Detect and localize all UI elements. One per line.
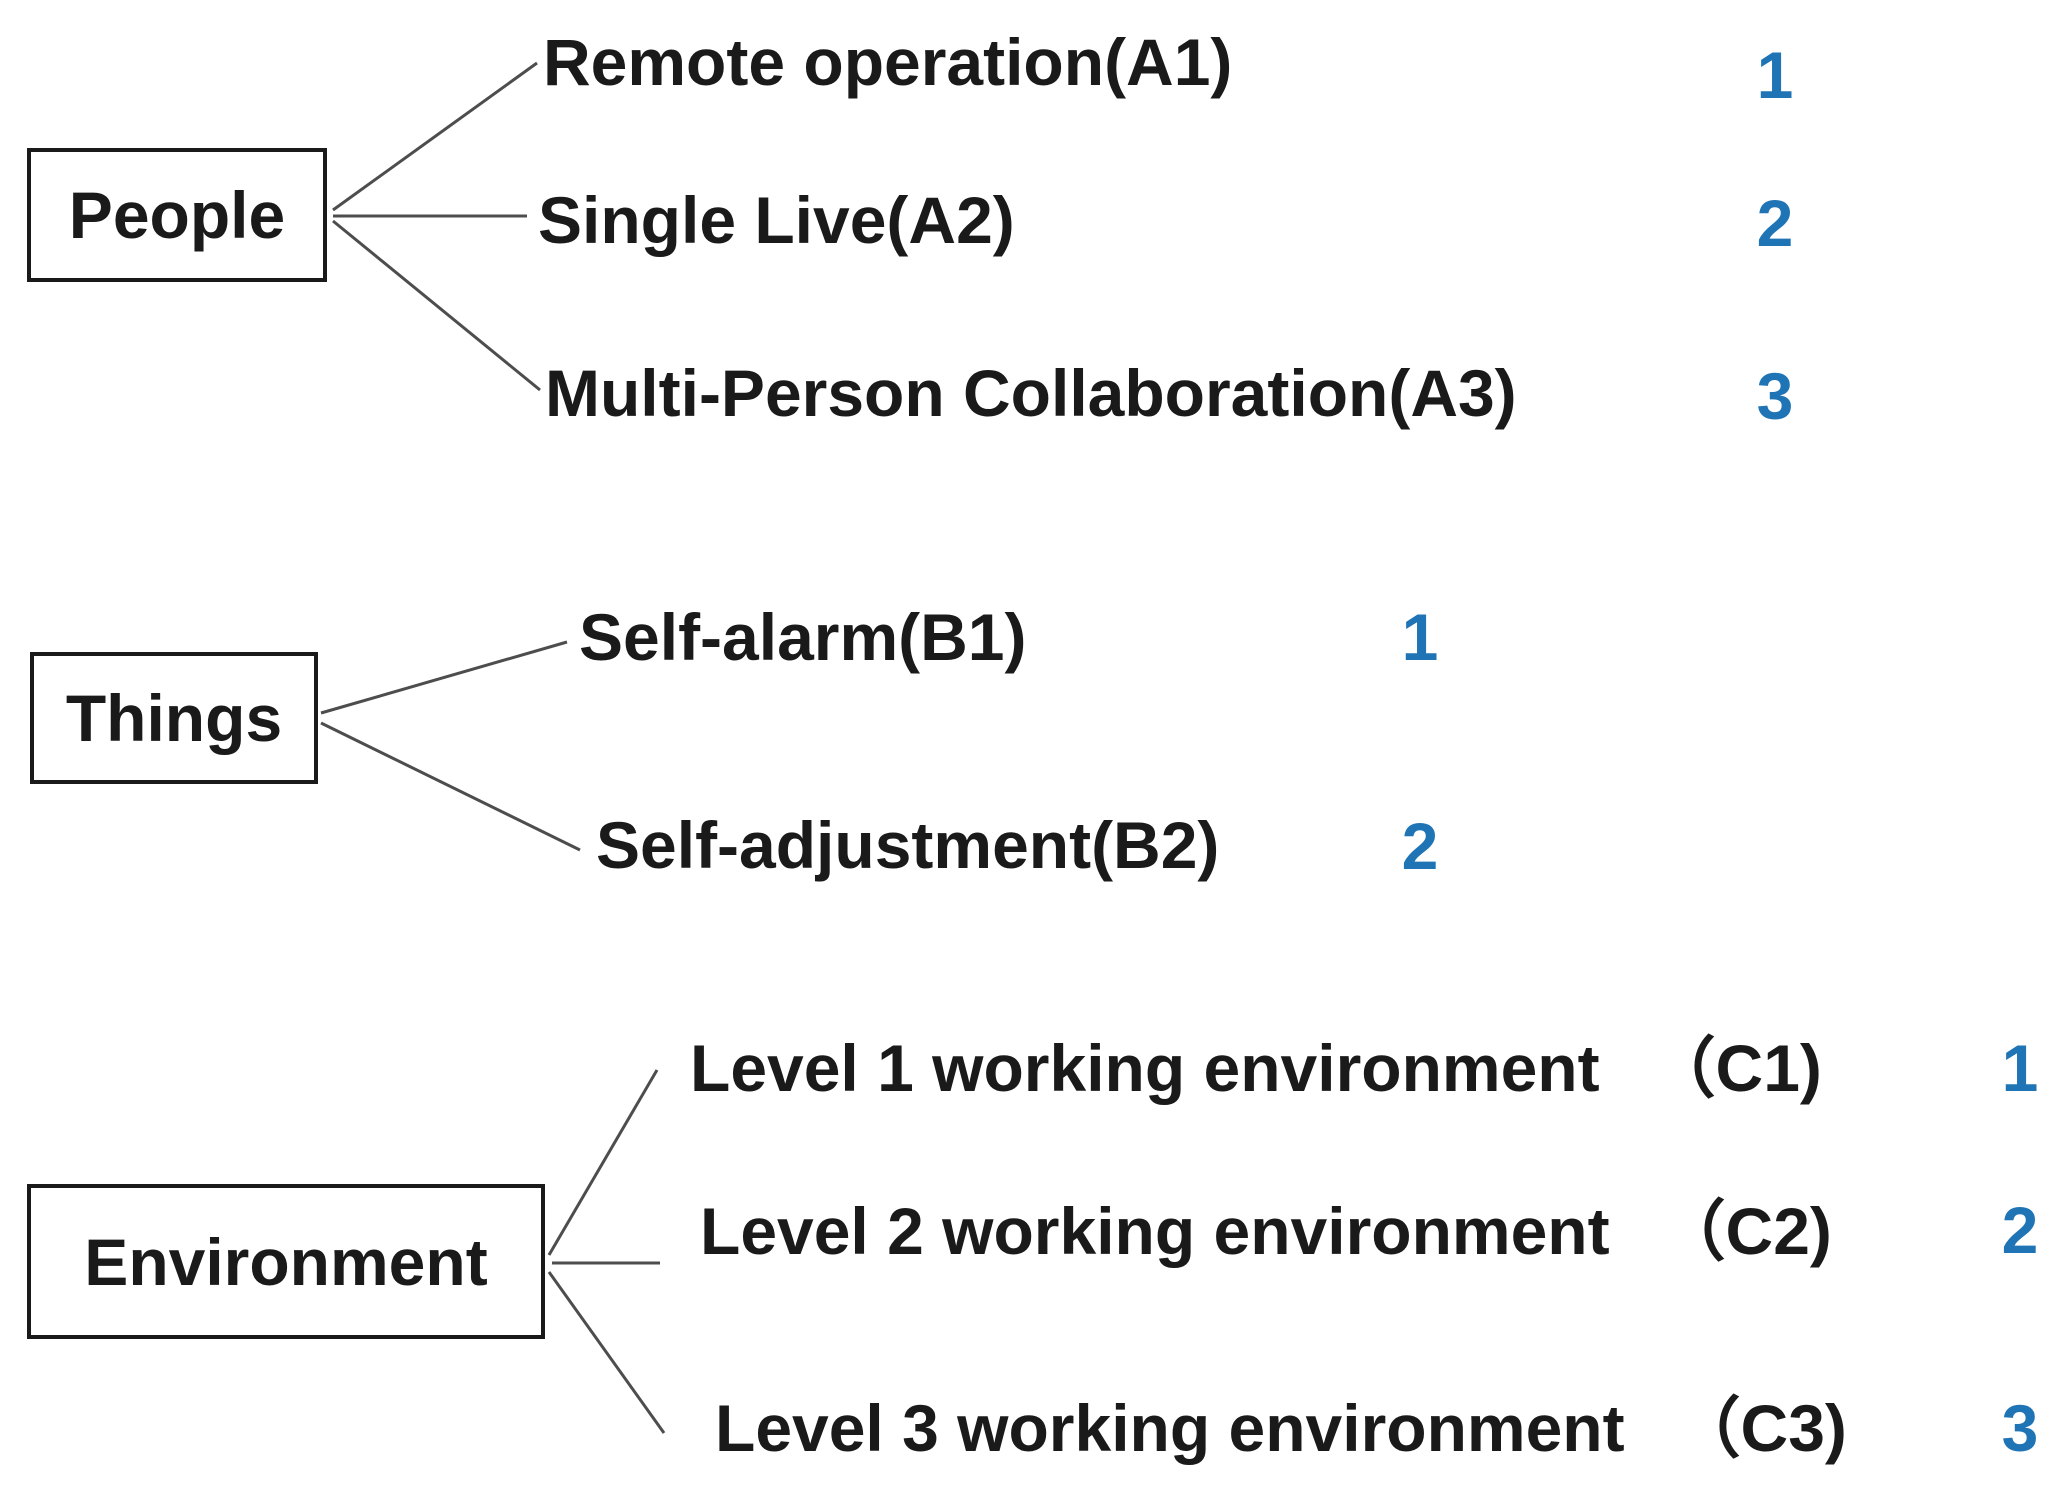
branch-label-c3: Level 3 working environment （C3) [715, 1395, 1847, 1461]
category-label-things: Things [65, 681, 283, 755]
branch-label-a1-text: Remote operation(A1) [543, 25, 1233, 99]
branch-label-c2: Level 2 working environment （C2) [700, 1198, 1832, 1264]
branch-label-b1: Self-alarm(B1) [579, 604, 1026, 670]
category-box-environment: Environment [27, 1184, 545, 1339]
branch-number-c3: 3 [2001, 1391, 2039, 1465]
branch-label-c1-code: （C1) [1649, 1031, 1822, 1105]
branch-number-b1: 1 [1401, 600, 1439, 674]
branch-label-b1-text: Self-alarm(B1) [579, 600, 1027, 674]
connector-line-a3 [332, 219, 541, 392]
branch-label-c1: Level 1 working environment （C1) [690, 1035, 1822, 1101]
branch-label-a1: Remote operation(A1) [543, 29, 1232, 95]
branch-number-a3: 3 [1756, 359, 1794, 433]
branch-number-a2: 2 [1756, 186, 1794, 260]
branch-number-a1: 1 [1756, 38, 1794, 112]
branch-label-c1-text: Level 1 working environment [690, 1031, 1600, 1105]
category-box-people: People [27, 148, 327, 282]
branch-number-b2: 2 [1401, 809, 1439, 883]
connector-line-b1 [320, 640, 568, 715]
branch-number-c1: 1 [2001, 1031, 2039, 1105]
branch-label-a2: Single Live(A2) [538, 187, 1015, 253]
branch-label-c3-text: Level 3 working environment [715, 1391, 1625, 1465]
branch-label-a3: Multi-Person Collaboration(A3) [545, 360, 1517, 426]
branch-label-a3-text: Multi-Person Collaboration(A3) [545, 356, 1517, 430]
branch-number-c2: 2 [2001, 1193, 2039, 1267]
category-label-people: People [68, 178, 286, 252]
connector-line-a1 [332, 61, 538, 212]
branch-label-c3-code: （C3) [1674, 1391, 1847, 1465]
category-box-things: Things [30, 652, 318, 784]
branch-label-b2: Self-adjustment(B2) [596, 812, 1219, 878]
branch-label-a2-text: Single Live(A2) [538, 183, 1015, 257]
branch-label-c2-code: （C2) [1659, 1194, 1832, 1268]
connector-line-c3 [547, 1271, 666, 1434]
connector-line-b2 [320, 721, 581, 852]
branch-label-c2-text: Level 2 working environment [700, 1194, 1610, 1268]
connector-line-c1 [547, 1069, 659, 1256]
category-label-environment: Environment [84, 1224, 488, 1299]
branch-label-b2-text: Self-adjustment(B2) [596, 808, 1220, 882]
